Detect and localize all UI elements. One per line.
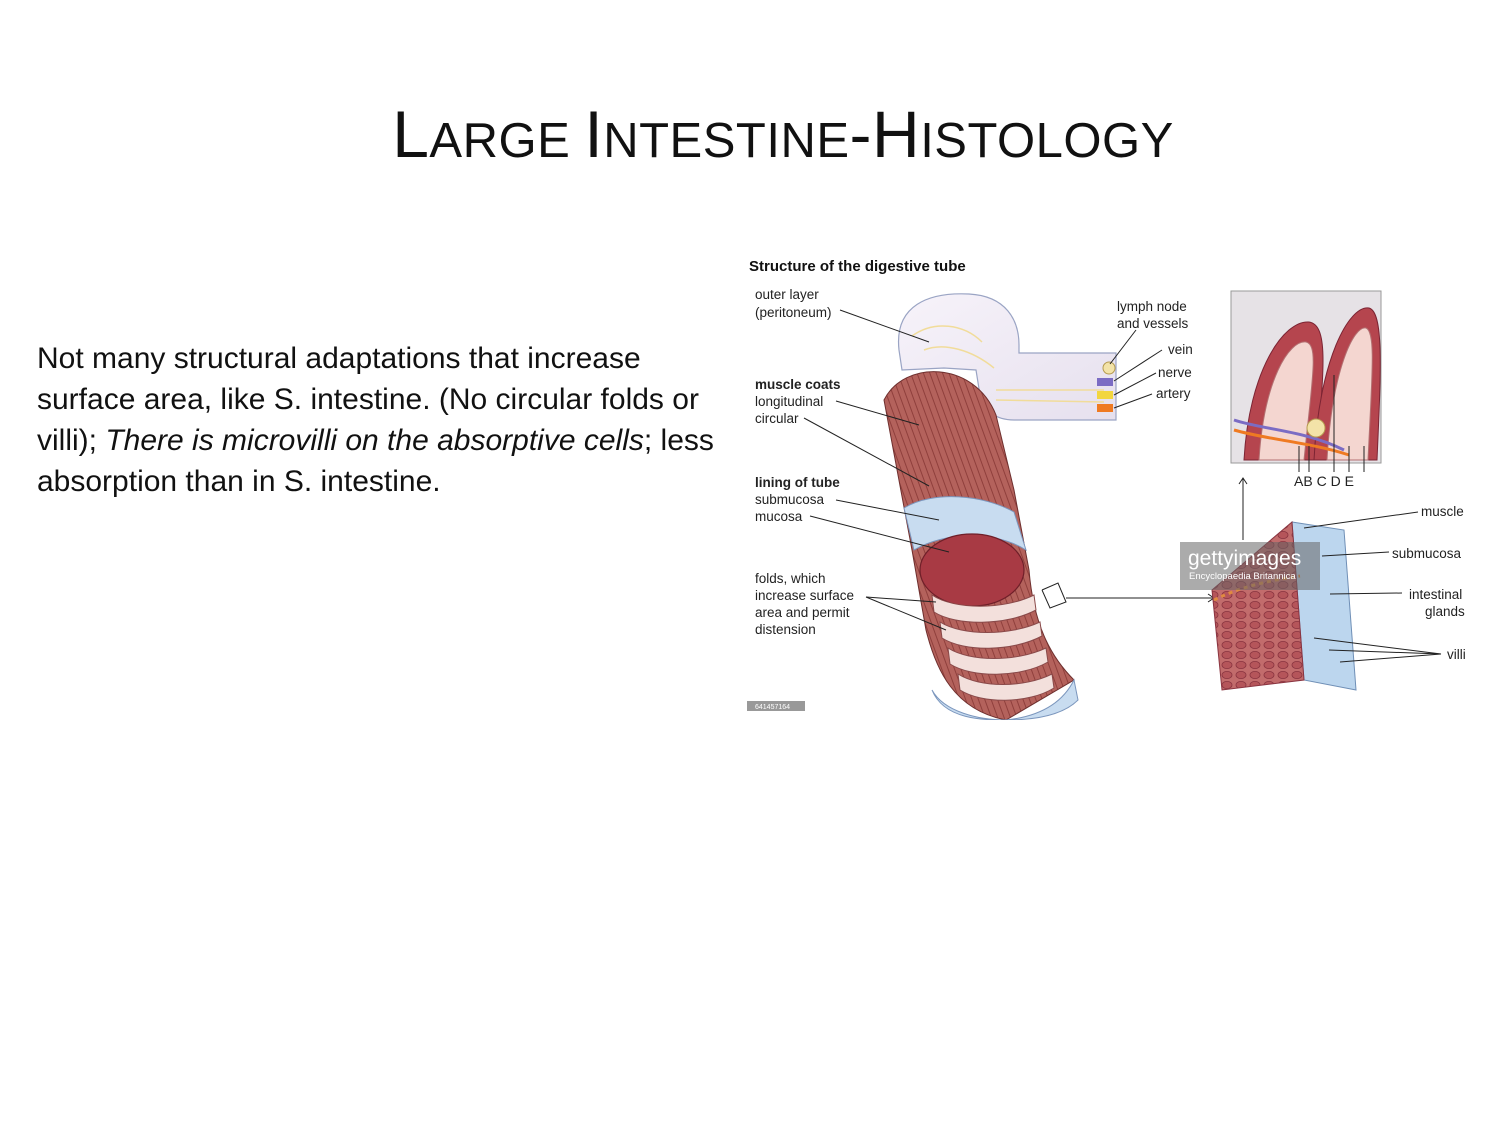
title-part: ISTOLOGY [920,114,1174,169]
label-submucosa: submucosa [755,492,825,507]
label-folds-1: folds, which [755,571,826,586]
lymph-node [1102,361,1116,375]
body-paragraph: Not many structural adaptations that inc… [37,338,737,502]
submucosa-band [903,496,1027,552]
body-text-part: Not many structural adaptations that inc… [37,342,699,457]
inset-letters: AB C D E [1294,473,1354,489]
body-text-part: ; less absorption than in S. intestine. [37,424,714,498]
folds-group [931,593,1055,701]
mucosa-cut-face [919,533,1025,607]
gettyimages-watermark: gettyimages Encyclopaedia Britannica [1180,542,1320,590]
left-leader-lines [803,309,1248,631]
figure-title: Structure of the digestive tube [749,258,966,275]
title-part: -H [849,97,921,172]
label-folds-2: increase surface [755,588,854,603]
digestive-tube-figure: Structure of the digestive tube [744,250,1484,720]
label-lining-of-tube: lining of tube [755,475,840,490]
label-lymph-1: lymph node [1117,299,1187,314]
image-id-tag [747,701,805,711]
label-intestinal: intestinal [1409,587,1462,602]
title-part: L [392,97,430,172]
label-folds-4: distension [755,622,816,637]
label-muscle: muscle [1421,504,1464,519]
title-part: ARGE [429,114,585,169]
label-nerve: nerve [1158,365,1192,380]
watermark-credit: Encyclopaedia Britannica [1189,571,1296,582]
vein-stub [1097,378,1113,386]
right-leader-lines [1303,511,1442,663]
label-vein: vein [1168,342,1193,357]
middle-leader-lines [1109,329,1163,409]
title-part: I [584,97,604,172]
label-glands: glands [1425,604,1465,619]
label-artery: artery [1156,386,1191,401]
outer-rim [931,678,1079,720]
image-id: 641457164 [755,704,790,711]
label-outer-layer: outer layer [755,287,819,302]
inset-pointer-lines [1298,375,1365,472]
peritoneum-vessels [911,325,1105,403]
label-villi: villi [1447,647,1466,662]
label-longitudinal: longitudinal [755,394,823,409]
label-folds-3: area and permit [755,605,850,620]
label-muscle-coats: muscle coats [755,377,841,392]
title-part: NTESTINE [603,114,850,169]
body-text-italic: There is microvilli on the absorptive ce… [105,424,644,457]
watermark-brand: gettyimages [1188,547,1301,570]
nerve-stub [1097,391,1113,399]
label-lymph-2: and vessels [1117,316,1189,331]
label-peritoneum: (peritoneum) [755,305,832,320]
artery-stub [1097,404,1113,412]
villi-inset [1230,290,1382,464]
digestive-tube-illustration: Structure of the digestive tube [747,258,1466,720]
label-submucosa-right: submucosa [1392,546,1462,561]
label-mucosa: mucosa [755,509,803,524]
label-circular: circular [755,411,799,426]
slide-title: LARGE INTESTINE-HISTOLOGY [0,96,1500,172]
